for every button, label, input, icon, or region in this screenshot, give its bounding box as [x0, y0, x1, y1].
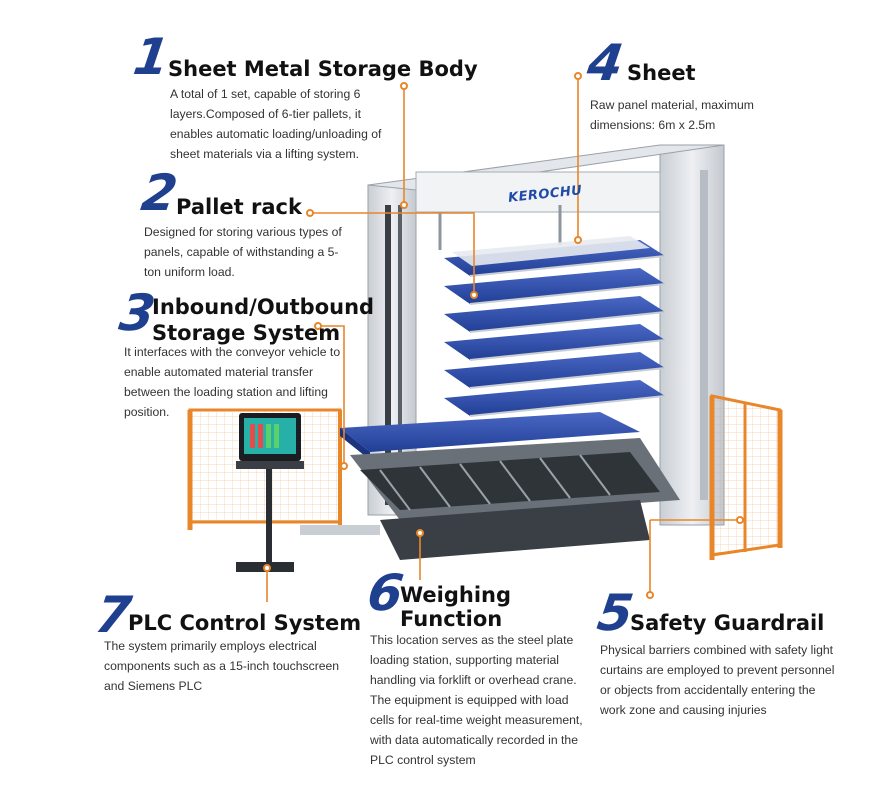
conveyor-base: [300, 438, 680, 560]
callout-description: Raw panel material, maximum dimensions: …: [590, 98, 754, 132]
callout-title: Weighing: [400, 583, 512, 607]
callout-description: A total of 1 set, capable of storing 6 l…: [170, 87, 382, 161]
leader-dot: [646, 591, 654, 599]
callout-number: 2: [137, 164, 181, 222]
callout-description: The system primarily employs electrical …: [104, 639, 340, 693]
leader-dot: [400, 201, 408, 209]
leader-dot: [736, 516, 744, 524]
callout-description: Physical barriers combined with safety l…: [600, 643, 835, 717]
callout-title: Inbound/Outbound: [152, 295, 375, 319]
leader-dot: [574, 72, 582, 80]
callout-number: 4: [583, 34, 627, 92]
callout-title: Sheet: [627, 61, 696, 85]
leader-dot: [574, 236, 582, 244]
right-safety-fence: [709, 394, 783, 560]
callout-title: Safety Guardrail: [630, 611, 825, 635]
sheet-panel: [452, 236, 650, 266]
leader-dot: [416, 529, 424, 537]
leader-dot: [340, 462, 348, 470]
leader-dot: [263, 564, 271, 572]
callout-title: Storage System: [152, 321, 341, 345]
callout-description: This location serves as the steel plate …: [370, 633, 583, 767]
storage-frame: [367, 144, 725, 526]
leader-dot: [306, 209, 314, 217]
leader-dot: [400, 82, 408, 90]
leader-dot: [470, 291, 478, 299]
transfer-pallet: [340, 412, 640, 460]
pallet-tiers: [444, 240, 666, 417]
callout-title: Function: [400, 607, 503, 631]
callout-title: Sheet Metal Storage Body: [168, 57, 478, 81]
callout-title: Pallet rack: [176, 195, 302, 219]
callout-description: It interfaces with the conveyor vehicle …: [124, 345, 341, 419]
callout-number: 1: [129, 28, 173, 86]
leader-dot: [314, 322, 322, 330]
leader-lines: [266, 76, 740, 602]
callout-title: PLC Control System: [128, 611, 362, 635]
callout-description: Designed for storing various types of pa…: [144, 225, 342, 279]
